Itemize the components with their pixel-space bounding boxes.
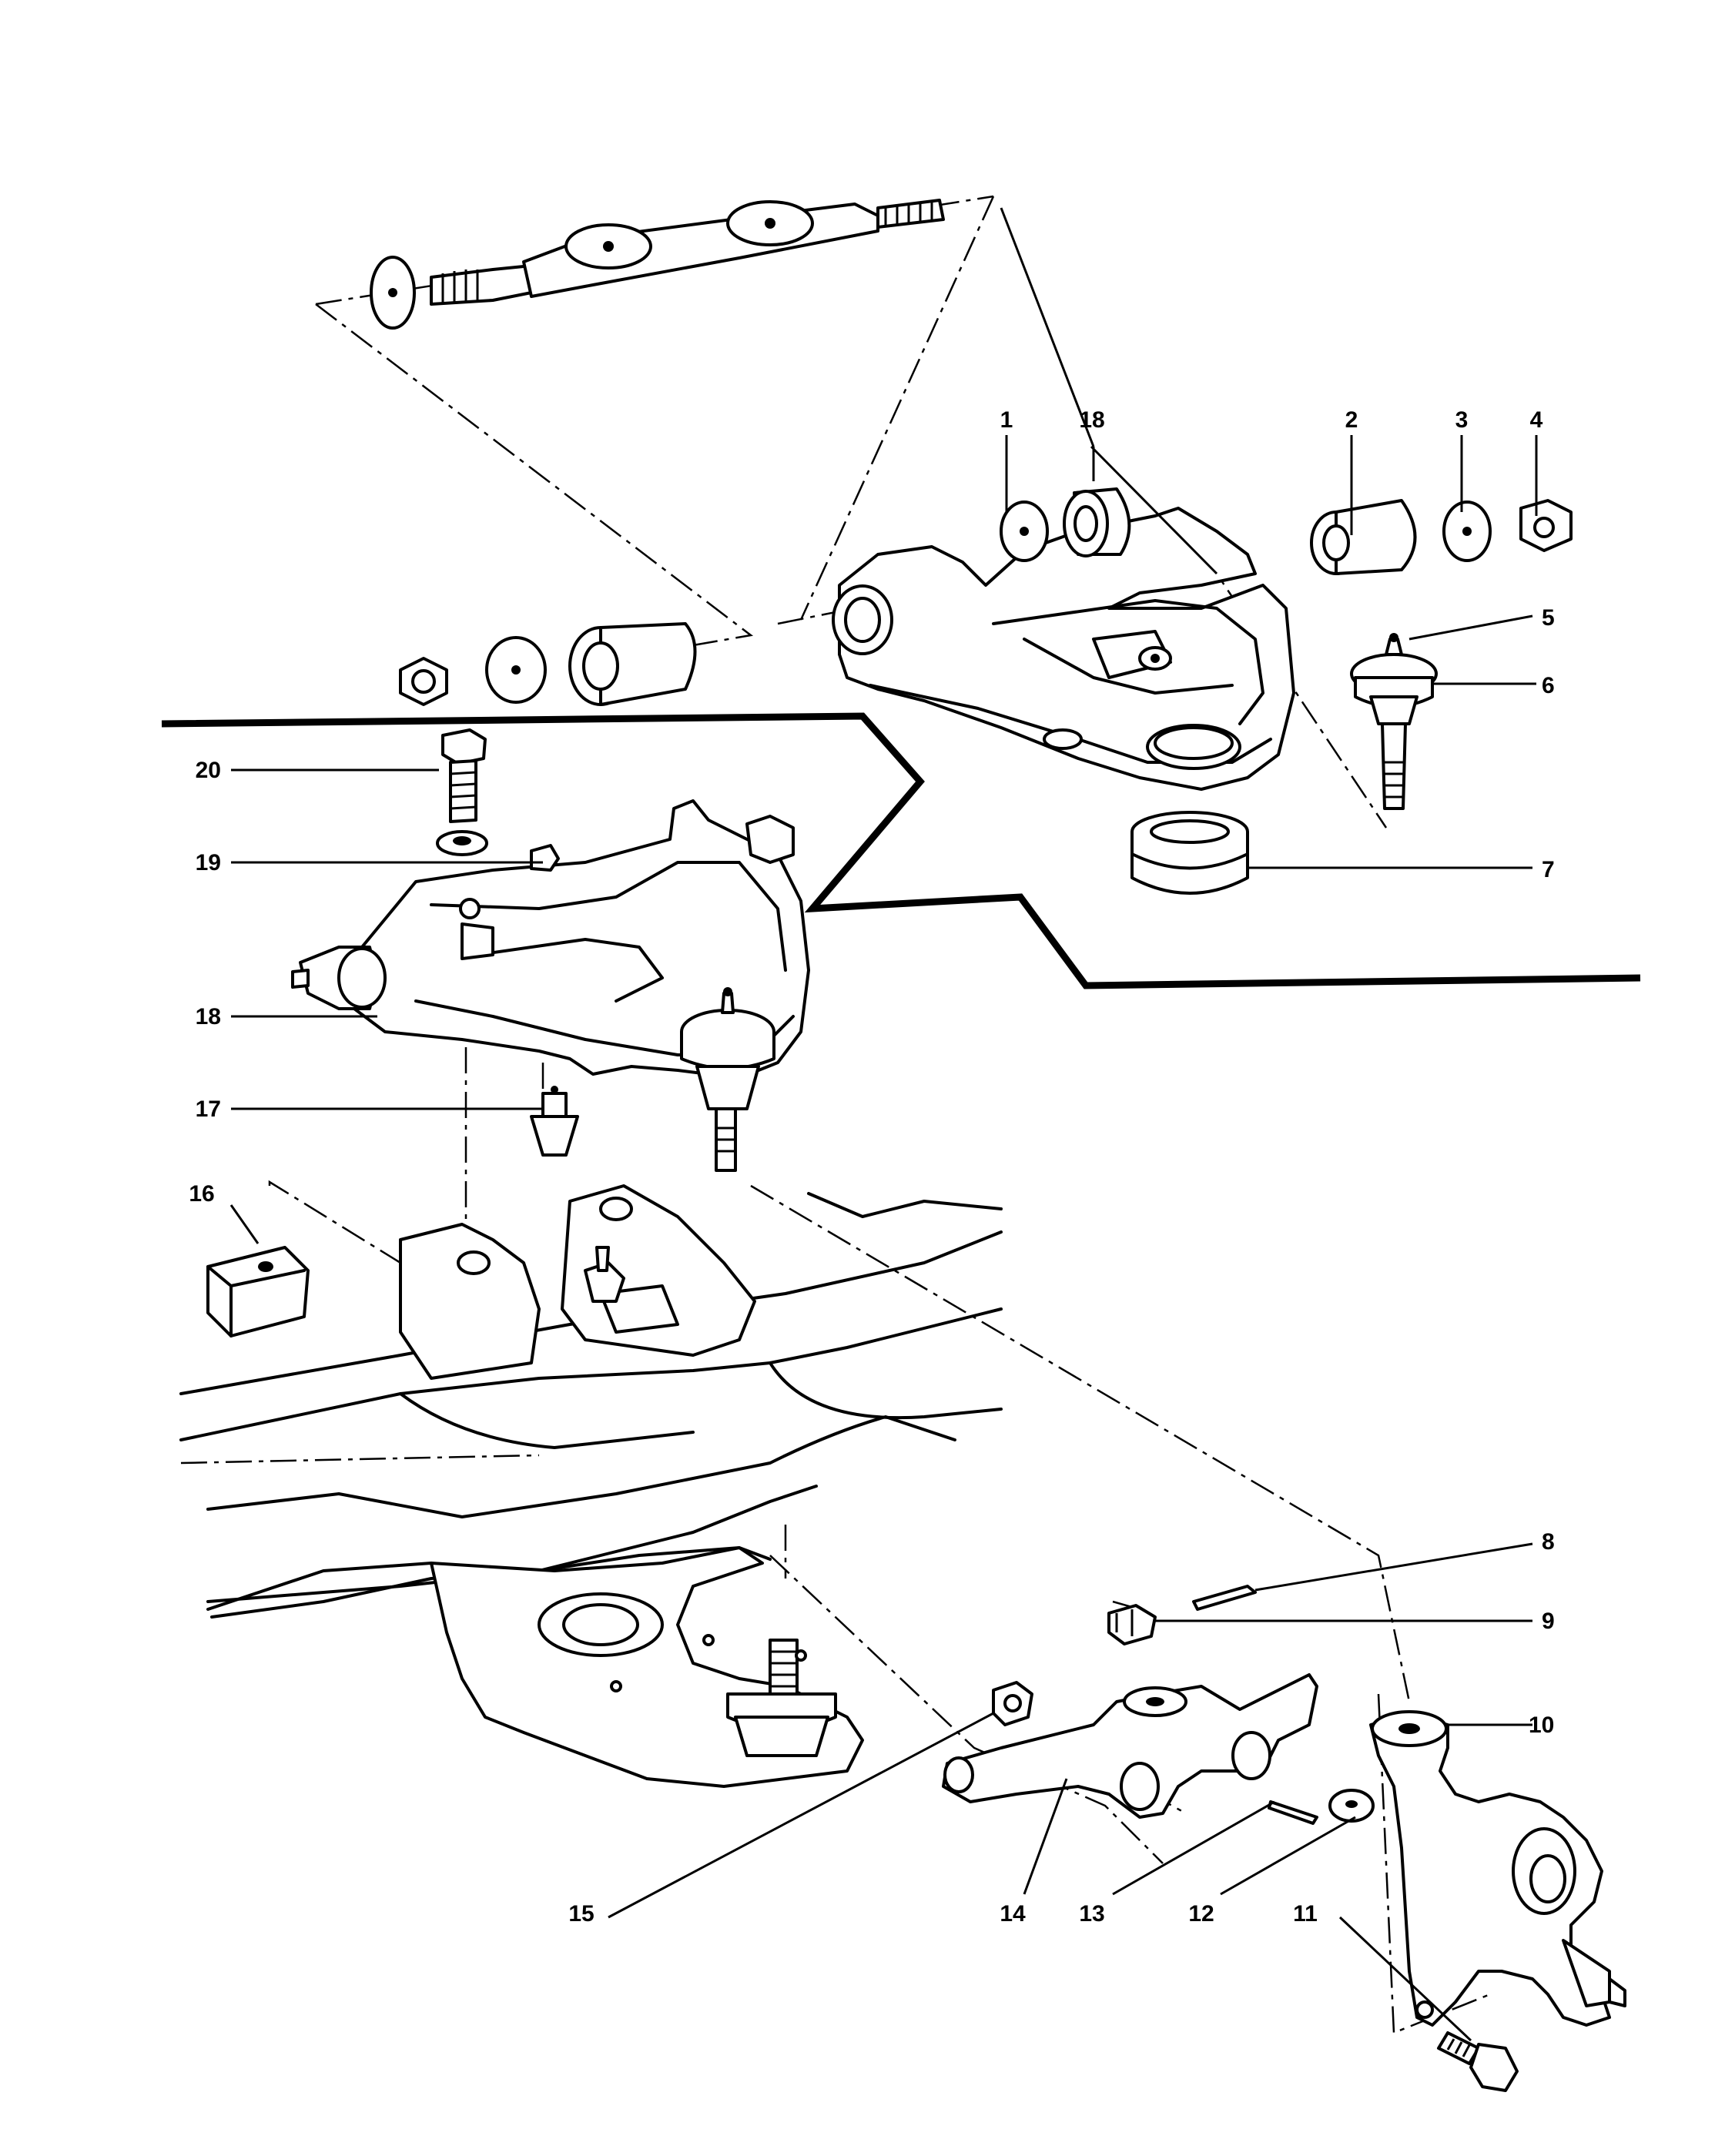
construction-lines	[268, 195, 1491, 2034]
callout-2: 2	[1345, 407, 1358, 433]
upper-control-arm-assembled	[291, 799, 810, 1172]
callout-14: 14	[1000, 1901, 1026, 1927]
steering-arm-part-14	[942, 1673, 1318, 1819]
callout-3: 3	[1455, 407, 1469, 433]
callout-18-lower: 18	[196, 1004, 221, 1029]
frame-crossmember	[179, 1184, 1003, 1611]
bolt-part-11	[1437, 2031, 1519, 2092]
bolt-washer-parts-19-20	[436, 728, 560, 872]
leader-lines	[229, 207, 1538, 2042]
callout-10: 10	[1529, 1712, 1554, 1738]
callout-19: 19	[196, 850, 221, 875]
callout-8: 8	[1542, 1529, 1555, 1555]
callout-labels: 1 18 2 3 4 5 6 7 8 9 10 11 12 13 14 15 1…	[189, 407, 1554, 1927]
callout-18-upper: 18	[1079, 407, 1104, 433]
callout-7: 7	[1542, 857, 1555, 882]
callout-1: 1	[1000, 407, 1013, 433]
callout-4: 4	[1530, 407, 1543, 433]
washer-cotter-parts-12-13	[1268, 1789, 1375, 1825]
callout-15: 15	[568, 1901, 594, 1927]
steering-knuckle-part-10	[1369, 1710, 1626, 2027]
bushing-set-parts-1-4	[1000, 487, 1573, 575]
cross-shaft-assembly	[370, 199, 945, 330]
cotter-nut-parts-8-9	[1107, 1585, 1257, 1645]
block-part-16	[206, 1246, 310, 1337]
upper-control-arm-exploded	[832, 507, 1295, 791]
lower-control-arm	[210, 1546, 864, 1788]
nut-part-15	[992, 1681, 1033, 1726]
break-lines	[161, 712, 1641, 989]
callout-16: 16	[189, 1181, 214, 1207]
callout-11: 11	[1293, 1901, 1318, 1927]
callout-12: 12	[1188, 1901, 1214, 1927]
callout-9: 9	[1542, 1609, 1555, 1634]
bumper-part-17	[530, 1086, 579, 1157]
callout-5: 5	[1542, 605, 1555, 631]
bumper-part-7	[1130, 811, 1249, 895]
callout-6: 6	[1542, 673, 1555, 698]
callout-13: 13	[1079, 1901, 1104, 1927]
ball-joint-parts-5-6	[1350, 633, 1438, 810]
callout-20: 20	[196, 758, 221, 783]
bushing-nut-group	[399, 622, 697, 706]
callout-17: 17	[196, 1096, 221, 1122]
